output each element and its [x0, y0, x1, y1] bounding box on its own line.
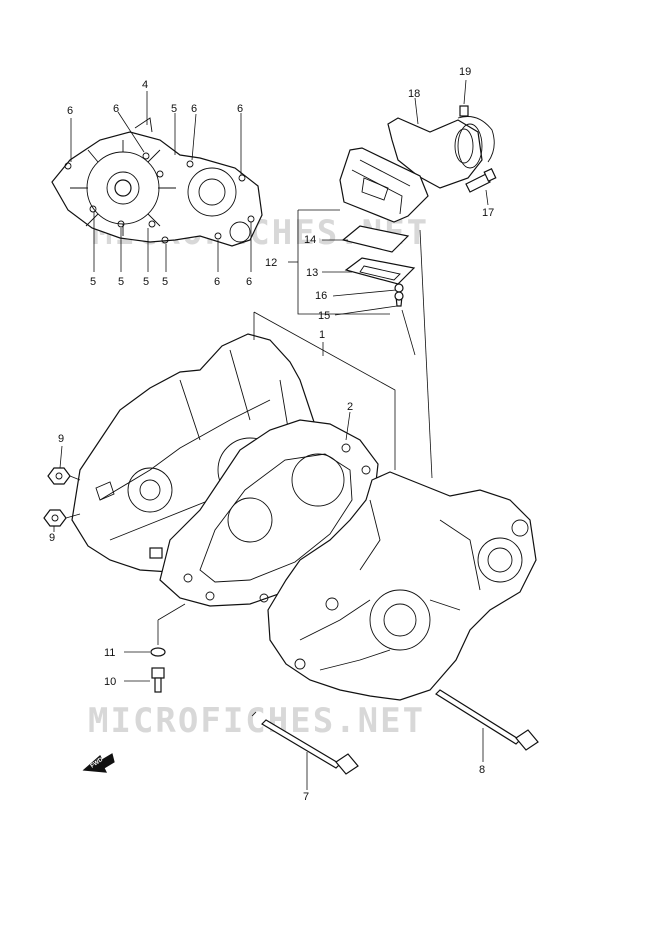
reed-leaders: [288, 79, 489, 479]
washer-11: [150, 647, 166, 657]
watermark-bottom: MICROFICHES.NET: [88, 701, 425, 741]
leader-2: [345, 411, 351, 441]
callout-7: 7: [303, 791, 309, 803]
callout-12: 12: [265, 257, 277, 269]
callout-15: 15: [318, 310, 330, 322]
cover-leaders: [70, 91, 252, 272]
callout-5-e: 5: [162, 276, 168, 288]
callout-9-a: 9: [58, 433, 64, 445]
leader-9-link: [65, 475, 81, 519]
bolt-10: [151, 667, 165, 693]
callout-5-b: 5: [90, 276, 96, 288]
callout-6-a: 6: [67, 105, 73, 117]
callout-6-d: 6: [237, 103, 243, 115]
leader-7-link: [251, 711, 257, 717]
fwd-arrow-icon: FWD: [82, 753, 115, 773]
bolt-8: [435, 689, 539, 751]
nut-9-lower: [43, 509, 67, 527]
callout-18: 18: [408, 88, 420, 100]
crankcase-cover: [51, 117, 263, 247]
callout-6-b: 6: [113, 103, 119, 115]
callout-2: 2: [347, 401, 353, 413]
callout-13: 13: [306, 267, 318, 279]
callout-11: 11: [104, 647, 115, 659]
callout-4: 4: [142, 79, 148, 91]
crankcase-right: [267, 471, 537, 701]
callout-14: 14: [304, 234, 316, 246]
leader-1: [253, 311, 396, 470]
callout-6-f: 6: [246, 276, 252, 288]
leader-9-upper: [59, 445, 63, 469]
callout-17: 17: [482, 207, 494, 219]
callout-9-b: 9: [49, 532, 55, 544]
callout-5-a: 5: [171, 103, 177, 115]
bolt-7: [261, 719, 359, 775]
reed-valve-group: [339, 105, 497, 307]
callout-19: 19: [459, 66, 471, 78]
callout-5-d: 5: [143, 276, 149, 288]
callout-6-e: 6: [214, 276, 220, 288]
callout-6-c: 6: [191, 103, 197, 115]
callout-5-c: 5: [118, 276, 124, 288]
leader-10-11-link: [157, 603, 186, 645]
callout-8: 8: [479, 764, 485, 776]
callout-16: 16: [315, 290, 327, 302]
callout-1: 1: [319, 329, 325, 341]
nut-9-upper: [47, 467, 71, 485]
callout-10: 10: [104, 676, 116, 688]
callouts: 4 6 6 5 6 6 5 5 5 5 6 6 19 18 17 14 12 1…: [49, 66, 494, 803]
